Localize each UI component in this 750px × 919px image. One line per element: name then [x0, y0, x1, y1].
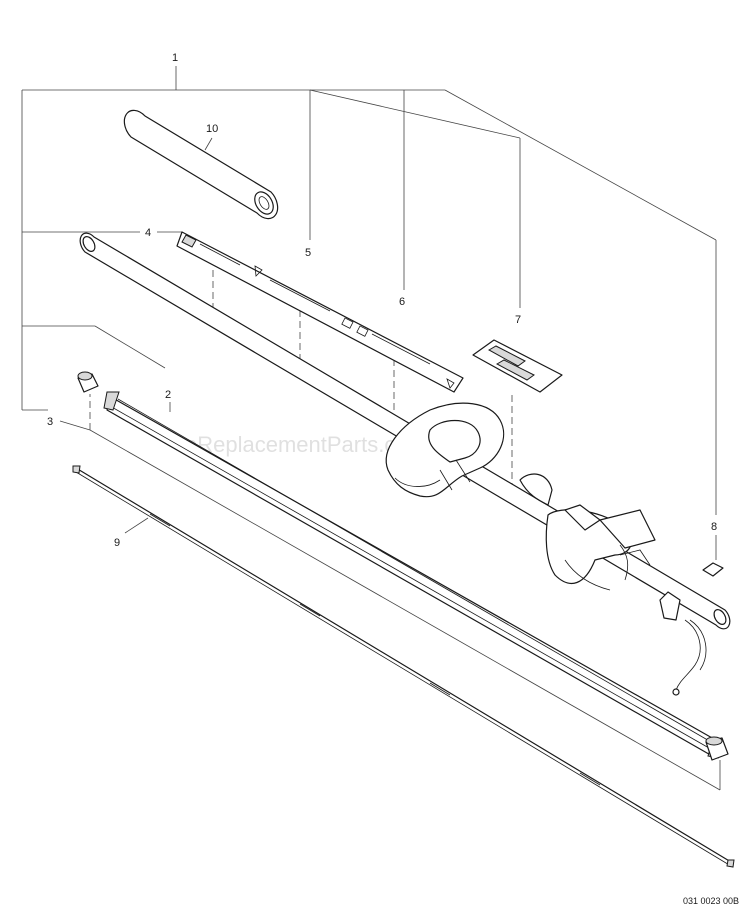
- callout-6: 6: [399, 296, 405, 308]
- drive-shaft-part: [72, 465, 735, 868]
- end-cap-top-part: [77, 371, 99, 393]
- callout-10: 10: [206, 123, 218, 135]
- watermark-text: eReplacementParts.com: [185, 432, 426, 457]
- brand-decal-part: [472, 339, 563, 393]
- callout-8: 8: [711, 521, 717, 533]
- callout-9: 9: [114, 537, 120, 549]
- warning-decal-part: [176, 231, 464, 393]
- callout-4: 4: [145, 227, 151, 239]
- small-label-part: [702, 562, 724, 577]
- callout-2: 2: [165, 389, 171, 401]
- grip-tube-part: [123, 109, 279, 220]
- callout-7: 7: [515, 314, 521, 326]
- end-cap-bottom-part: [705, 736, 729, 761]
- front-handle-part: [385, 402, 505, 498]
- callout-5: 5: [305, 247, 311, 259]
- drawing-code: 031 0023 00B: [683, 896, 739, 906]
- leader-lines: [21, 66, 721, 791]
- throttle-assembly-part: [519, 473, 707, 696]
- callout-1: 1: [172, 52, 178, 64]
- callout-3: 3: [47, 416, 53, 428]
